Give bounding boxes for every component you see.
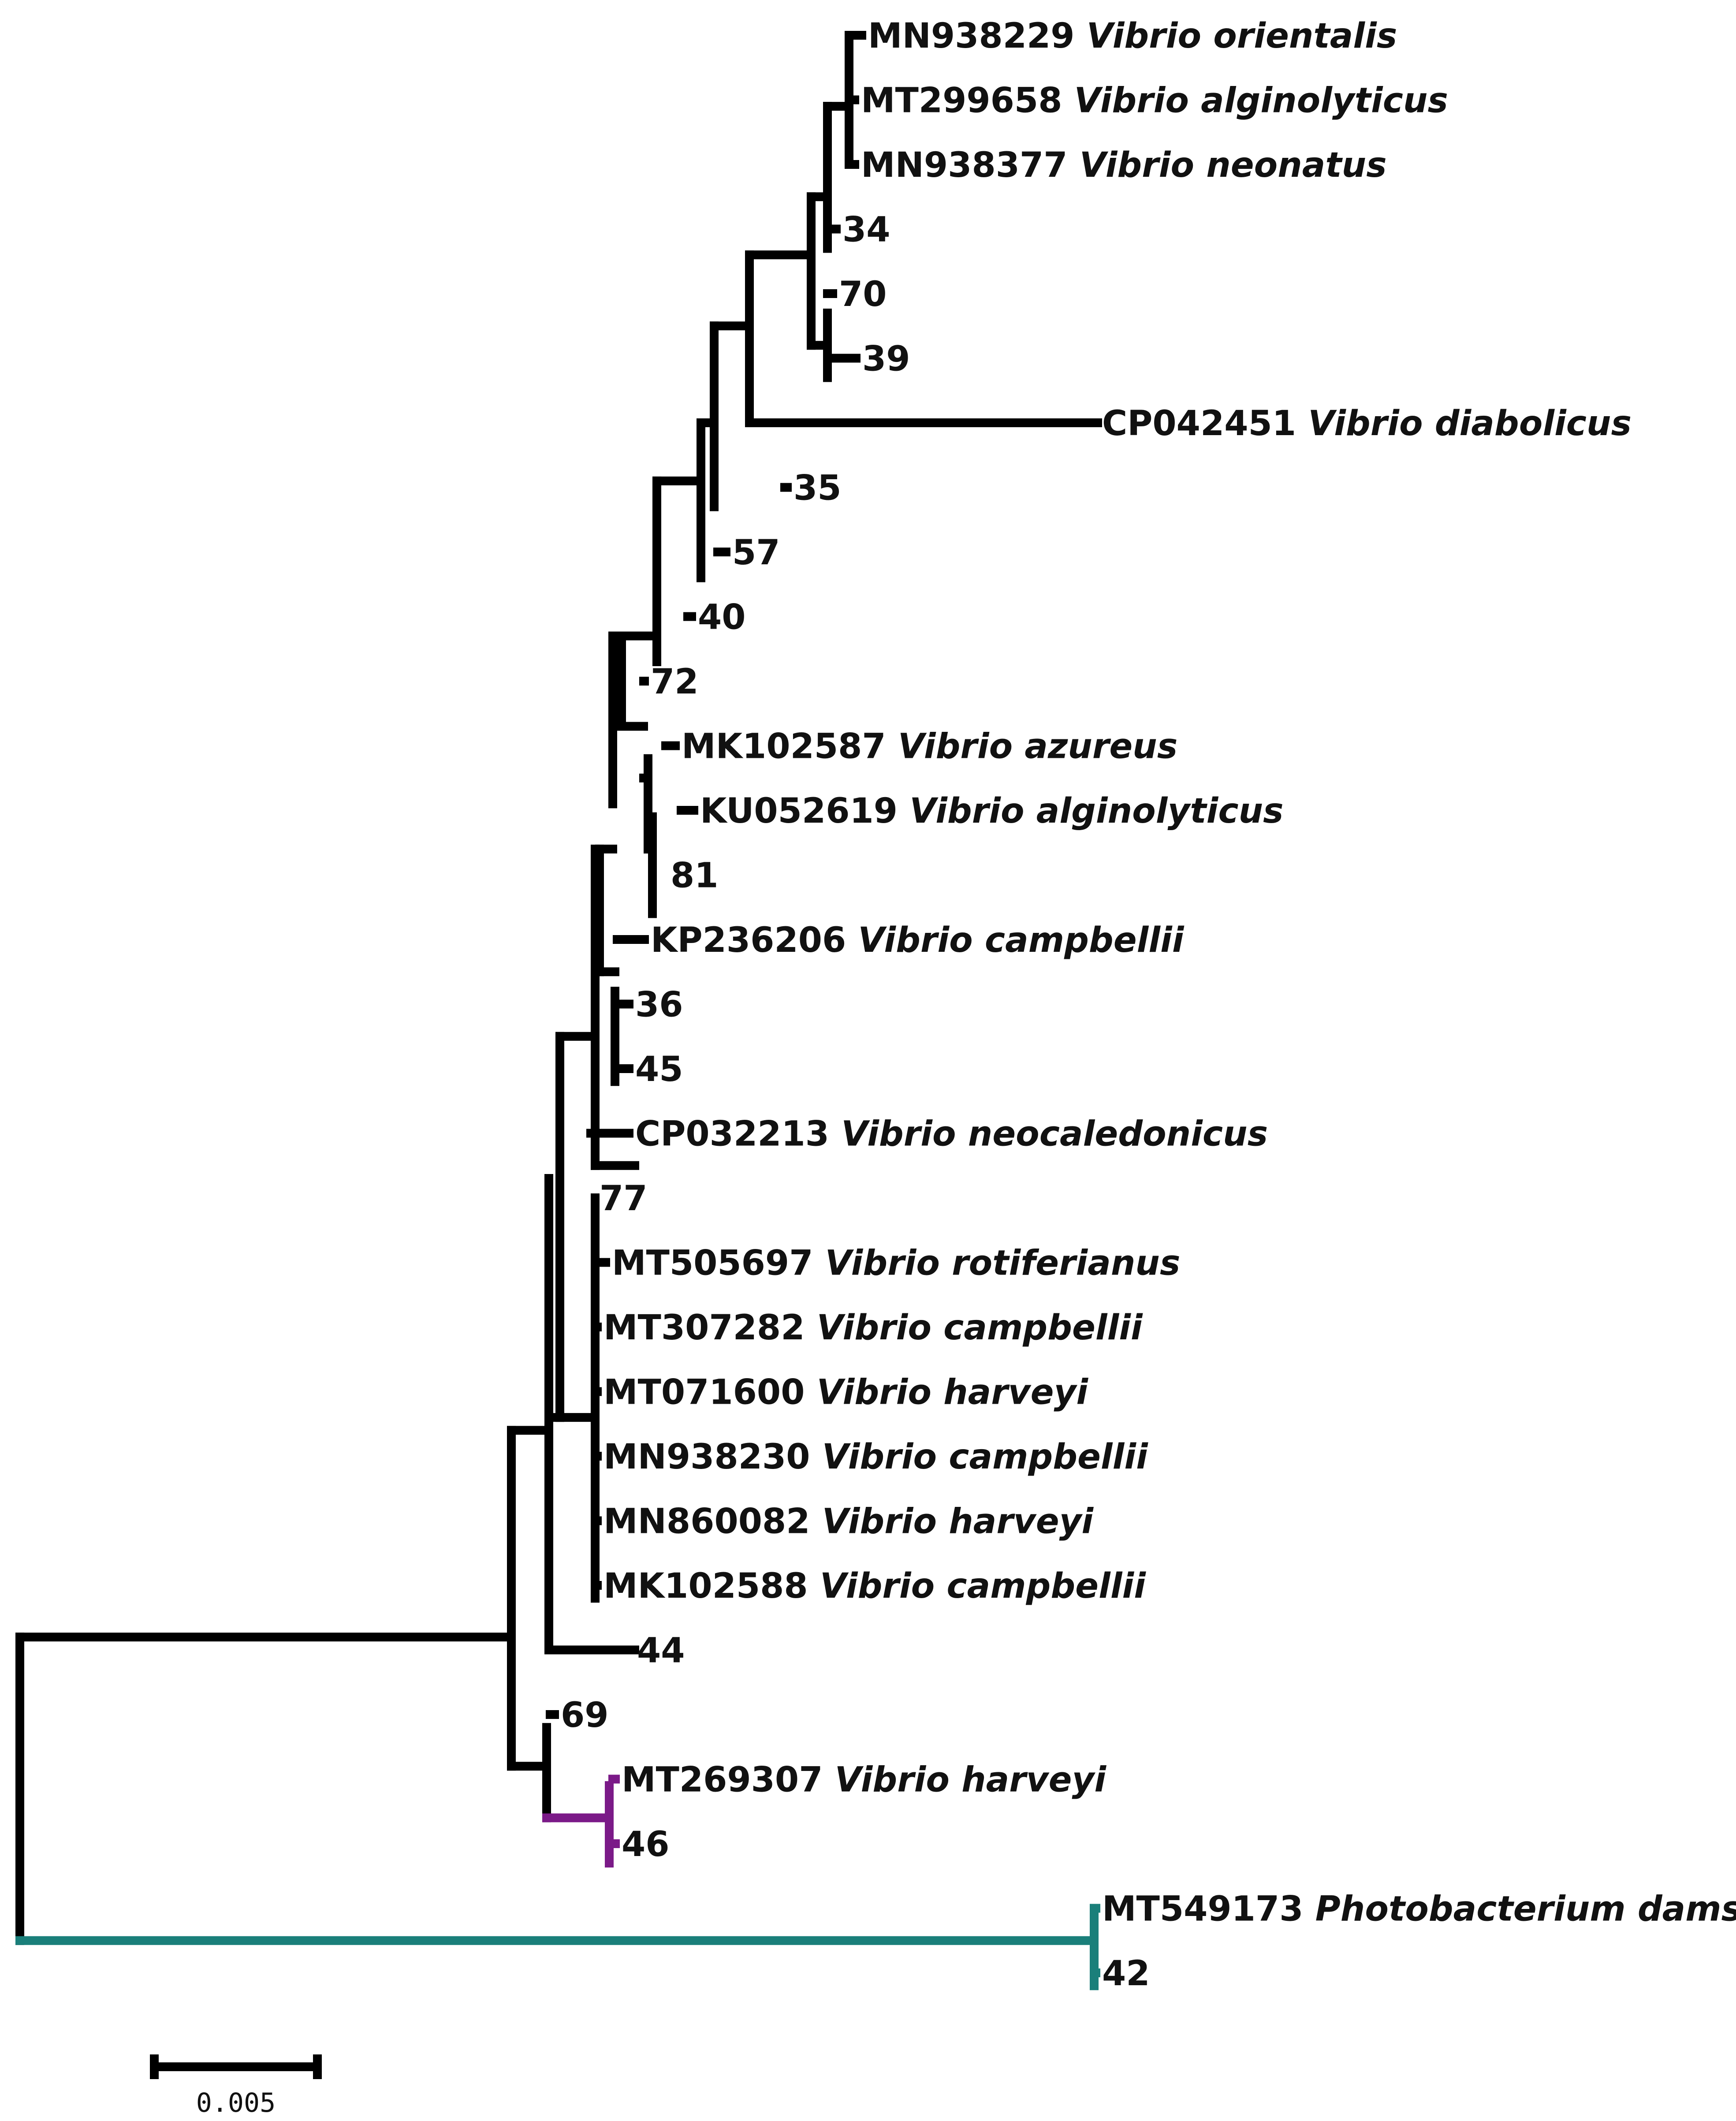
tip-label: MT505697 Vibrio rotiferianus: [612, 1244, 1180, 1283]
tip-label: 36: [635, 985, 683, 1025]
tip-label: MN938229 Vibrio orientalis: [868, 16, 1397, 56]
tip-label: KU052619 Vibrio alginolyticus: [700, 791, 1284, 831]
tip-accession: 72: [651, 662, 699, 702]
tip-accession: MT071600: [604, 1373, 805, 1413]
tip-species: Vibrio campbellii: [810, 1437, 1149, 1477]
tip-label: 40: [698, 598, 746, 637]
tip-accession: MN860082: [604, 1502, 810, 1542]
tip-accession: 36: [635, 985, 683, 1025]
tip-accession: MK102588: [604, 1566, 808, 1606]
tip-species: Vibrio neonatus: [1068, 145, 1387, 185]
tip-accession: 42: [1102, 1954, 1150, 1994]
tip-label: 69: [561, 1696, 609, 1735]
tip-label: 44: [637, 1631, 685, 1671]
tip-label: CP042451 Vibrio diabolicus: [1102, 404, 1632, 444]
tip-species: Vibrio neocaledonicus: [829, 1115, 1268, 1154]
tip-label: CP032213 Vibrio neocaledonicus: [635, 1115, 1268, 1154]
tip-species: Photobacterium damselae: [1303, 1890, 1736, 1929]
tip-label: KP236206 Vibrio campbellii: [651, 921, 1185, 960]
tip-species: Vibrio alginolyticus: [1062, 81, 1448, 121]
scale-bar-label: 0.005: [196, 2087, 276, 2118]
tip-label: 34: [842, 210, 890, 250]
tip-accession: CP032213: [635, 1115, 829, 1154]
tip-accession: MT299658: [861, 81, 1062, 121]
tip-species: Vibrio harveyi: [805, 1373, 1088, 1413]
tip-accession: MT269307: [622, 1760, 823, 1800]
tip-label: 46: [622, 1825, 670, 1864]
tip-species: Vibrio campbellii: [846, 921, 1185, 960]
scale-bar-line: [150, 2054, 322, 2079]
tip-label: 72: [651, 662, 699, 702]
tip-label: 35: [793, 469, 842, 508]
tip-label: 57: [732, 533, 780, 573]
tip-label: MN938230 Vibrio campbellii: [604, 1437, 1148, 1477]
tip-accession: 45: [635, 1050, 683, 1089]
tip-label: 81: [671, 856, 719, 896]
tip-species: Vibrio diabolicus: [1296, 404, 1632, 444]
tip-accession: 39: [862, 339, 910, 379]
tip-accession: MN938229: [868, 16, 1075, 56]
tip-accession: MN938230: [604, 1437, 810, 1477]
tip-accession: 69: [561, 1696, 609, 1735]
tip-accession: MT307282: [604, 1308, 805, 1348]
tip-accession: KP236206: [651, 921, 846, 960]
tip-species: Vibrio campbellii: [805, 1308, 1143, 1348]
tip-label: MN938377 Vibrio neonatus: [861, 145, 1387, 185]
tip-accession: 81: [671, 856, 719, 896]
tip-species: Vibrio campbellii: [808, 1566, 1147, 1606]
tip-species: Vibrio harveyi: [810, 1502, 1094, 1542]
tip-accession: 40: [698, 598, 746, 637]
tip-label: MT269307 Vibrio harveyi: [622, 1760, 1106, 1800]
tip-accession: 35: [793, 469, 842, 508]
tip-accession: 44: [637, 1631, 685, 1671]
tip-label: MT299658 Vibrio alginolyticus: [861, 81, 1448, 121]
tip-accession: MK102587: [682, 727, 886, 767]
tip-accession: KU052619: [700, 791, 898, 831]
tip-accession: 70: [839, 275, 887, 314]
tip-label: 45: [635, 1050, 683, 1089]
tip-accession: 34: [842, 210, 890, 250]
tip-label: 39: [862, 339, 910, 379]
tip-species: Vibrio alginolyticus: [898, 791, 1284, 831]
tip-label: MT071600 Vibrio harveyi: [604, 1373, 1088, 1413]
tip-label: MK102588 Vibrio campbellii: [604, 1566, 1146, 1606]
tip-species: Vibrio azureus: [886, 727, 1178, 767]
tip-label: MT549173 Photobacterium damselae: [1102, 1890, 1736, 1929]
tip-accession: 77: [600, 1179, 648, 1219]
tip-accession: MN938377: [861, 145, 1068, 185]
tip-accession: 57: [732, 533, 780, 573]
tip-label: 70: [839, 275, 887, 314]
tip-accession: CP042451: [1102, 404, 1296, 444]
tip-species: Vibrio rotiferianus: [813, 1244, 1180, 1283]
tip-label: MT307282 Vibrio campbellii: [604, 1308, 1143, 1348]
tip-accession: MT549173: [1102, 1890, 1303, 1929]
tip-label: MN860082 Vibrio harveyi: [604, 1502, 1094, 1542]
tip-species: Vibrio orientalis: [1075, 16, 1397, 56]
tree-branches: [15, 31, 1102, 1991]
tip-accession: MT505697: [612, 1244, 813, 1283]
scale-bar: 0.005: [150, 2054, 322, 2118]
tip-species: Vibrio harveyi: [823, 1760, 1106, 1800]
tip-accession: 46: [622, 1825, 670, 1864]
tip-label: 42: [1102, 1954, 1150, 1994]
tip-label: 77: [600, 1179, 648, 1219]
tip-label: MK102587 Vibrio azureus: [682, 727, 1177, 767]
